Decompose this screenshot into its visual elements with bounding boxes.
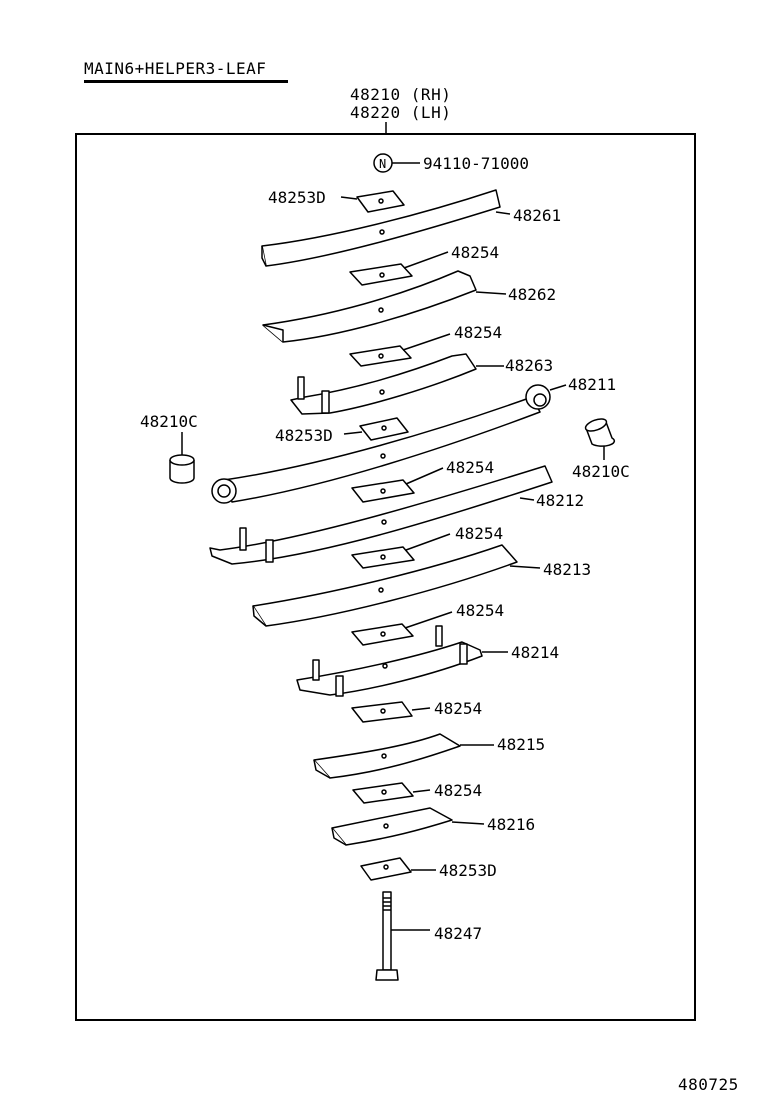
callout-leaf-48211: 48211 [568,375,616,394]
callout-pad-1: 48254 [451,243,499,262]
leaf-48263 [290,353,504,415]
title-underline [84,80,288,83]
assembly-rh-label: 48210 (RH) [350,85,452,104]
pad-48254-1 [349,251,449,286]
pad-48254-4 [351,533,451,569]
callout-leaf-48214: 48214 [511,643,559,662]
callout-leaf-48263: 48263 [505,356,553,375]
pad-48253d-mid [343,417,409,441]
pad-48254-7 [352,782,431,804]
pad-48253d-top [340,190,405,213]
callout-pad-5: 48254 [456,601,504,620]
figure-number: 480725 [678,1075,739,1094]
nut-icon [373,153,420,173]
callout-leaf-48261: 48261 [513,206,561,225]
pad-48254-5 [351,611,453,646]
callout-leaf-48215: 48215 [497,735,545,754]
leaf-48211 [211,384,567,504]
callout-leaf-48212: 48212 [536,491,584,510]
leaf-48214 [296,625,508,697]
leaf-48212 [209,465,553,565]
leaf-48215 [313,733,494,779]
callout-nut: 94110-71000 [423,154,529,173]
leaf-48262 [262,270,507,343]
callout-bushing-right: 48210C [572,462,630,481]
callout-pad-2: 48254 [454,323,502,342]
diagram-title: MAIN6+HELPER3-LEAF [84,59,267,78]
leaf-48216 [331,807,485,846]
callout-pad-top: 48253D [268,188,326,207]
assembly-frame [75,133,696,1021]
callout-leaf-48262: 48262 [508,285,556,304]
pad-48253d-bottom [360,857,436,881]
bushing-48210c-right [584,418,616,460]
pad-48254-2 [349,333,451,367]
leaf-48261 [261,189,511,267]
bushing-48210c-left [169,432,195,484]
callout-pad-4: 48254 [455,524,503,543]
callout-bushing-left: 48210C [140,412,198,431]
callout-leaf-48213: 48213 [543,560,591,579]
callout-pad-mid: 48253D [275,426,333,445]
leaf-48213 [252,544,541,627]
assembly-lh-label: 48220 (LH) [350,103,452,122]
callout-center-bolt: 48247 [434,924,482,943]
callout-pad-3: 48254 [446,458,494,477]
callout-pad-7: 48254 [434,781,482,800]
pad-48254-6 [351,701,431,723]
callout-pad-bottom: 48253D [439,861,497,880]
nut-symbol-label: N [379,157,386,171]
pad-48254-3 [351,467,444,503]
center-bolt-48247 [375,891,430,981]
callout-pad-6: 48254 [434,699,482,718]
callout-leaf-48216: 48216 [487,815,535,834]
